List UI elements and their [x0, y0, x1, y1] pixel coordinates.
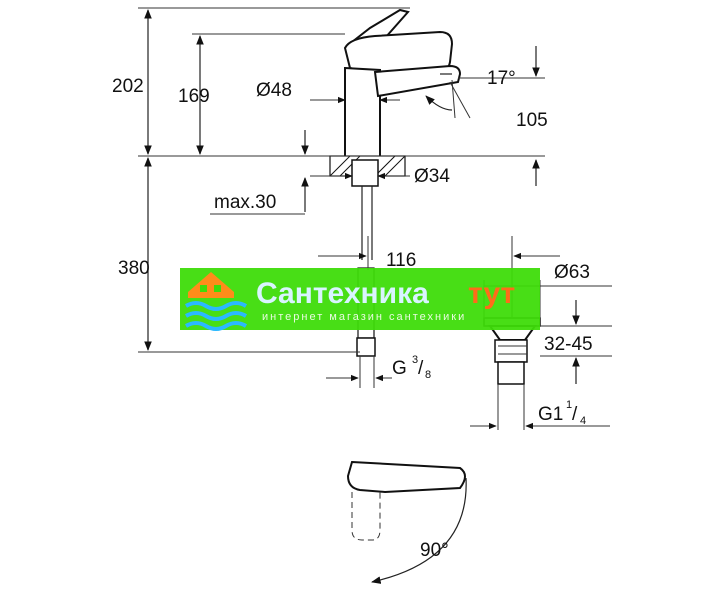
dim-spout-height: 169 — [178, 86, 210, 107]
hose-thread-numerator: 3 — [412, 354, 418, 366]
drain-thread-slash: / — [572, 404, 578, 425]
hose-thread-base: G — [392, 358, 407, 379]
dim-drain-thread: G1 1 / 4 — [538, 399, 586, 427]
watermark-title: Сантехника — [256, 277, 429, 310]
hose-thread-slash: / — [418, 358, 424, 379]
deck-plate — [329, 155, 406, 187]
drain-thread-numerator: 1 — [566, 399, 572, 411]
dim-drain-offset: 116 — [386, 250, 416, 271]
drain-thread-base: G1 — [538, 404, 563, 425]
lever-top-view — [346, 460, 467, 584]
dim-mount-diameter: Ø34 — [414, 166, 450, 187]
watermark-subtitle: интернет магазин сантехники — [262, 311, 466, 323]
hose-thread-denominator: 8 — [425, 369, 431, 381]
dim-below-height: 380 — [118, 258, 150, 279]
house-logo-icon — [184, 272, 248, 331]
dimension-lines — [138, 7, 612, 430]
watermark-title-accent: тут — [468, 277, 515, 310]
dim-body-diameter: Ø48 — [256, 80, 292, 101]
dim-spout-angle: 17° — [487, 68, 516, 89]
dim-spout-reach: 105 — [516, 110, 548, 131]
dim-drain-range: 32-45 — [544, 334, 593, 355]
dim-max-thickness: max.30 — [214, 192, 276, 213]
dim-total-height: 202 — [112, 76, 144, 97]
dim-lever-angle: 90° — [420, 540, 449, 561]
dim-drain-diameter: Ø63 — [554, 262, 590, 283]
watermark: Сантехника тут интернет магазин сантехни… — [180, 268, 540, 331]
dim-hose-thread: G 3 / 8 — [392, 354, 431, 381]
drain-thread-denominator: 4 — [580, 415, 586, 427]
